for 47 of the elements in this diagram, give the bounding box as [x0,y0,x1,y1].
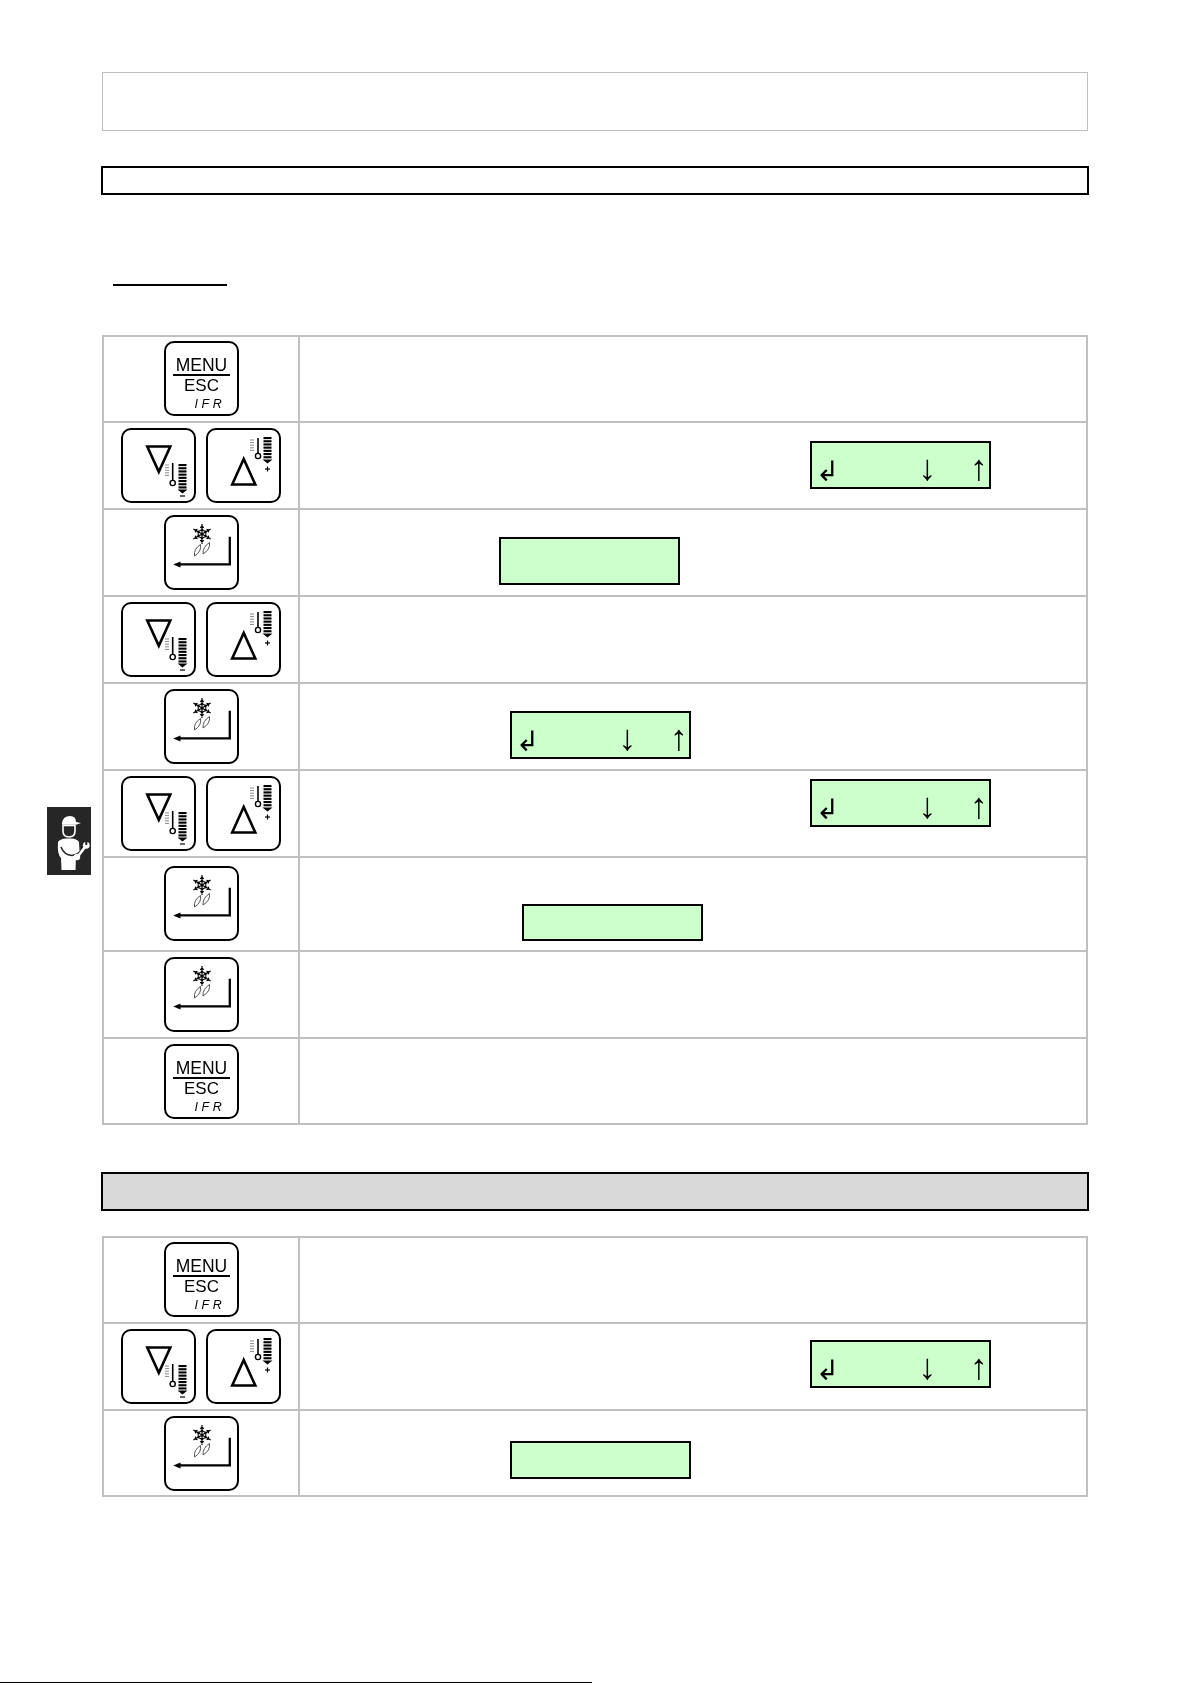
key-label: IFR [194,1100,226,1114]
key-label: MENU [175,1259,228,1274]
up-key [206,1329,281,1404]
display-symbol: ↓ [618,720,637,756]
header-frame [102,72,1088,131]
menu-esc-key [164,1242,239,1317]
display-symbol: ↑ [970,450,988,486]
enter-key [164,689,239,764]
down-key [121,602,196,677]
lcd-display [510,711,691,759]
enter-key [164,866,239,941]
key-label: ESC [184,1079,219,1097]
section-header-bar [101,1172,1089,1211]
lcd-display [810,441,991,489]
key-label: MENU [175,358,228,373]
display-symbol: ↲ [816,1357,840,1385]
key-label: ESC [184,376,219,394]
key-label: ESC [184,1277,219,1295]
menu-esc-key [164,341,239,416]
display-symbol: ↓ [918,788,937,824]
enter-key [164,1416,239,1491]
display-symbol: ↑ [970,788,988,824]
display-symbol: ↑ [970,1349,988,1385]
lcd-display [522,904,703,941]
up-key [206,776,281,851]
down-key [121,776,196,851]
display-symbol: ↑ [670,720,688,756]
display-symbol: ↓ [918,1349,937,1385]
display-symbol: ↲ [816,796,840,824]
key-label: MENU [175,1061,228,1076]
menu-esc-key [164,1044,239,1119]
enter-key [164,515,239,590]
key-label: IFR [194,397,226,411]
lcd-display [810,1340,991,1388]
display-symbol: ↓ [918,450,937,486]
lcd-display [510,1441,691,1479]
key-label: IFR [194,1298,226,1312]
lcd-display [810,779,991,827]
title-bar [101,166,1089,195]
down-key [121,1329,196,1404]
display-symbol: ↲ [816,458,840,486]
up-key [206,602,281,677]
enter-key [164,957,239,1032]
display-symbol: ↲ [516,728,540,756]
down-key [121,428,196,503]
up-key [206,428,281,503]
lcd-display [499,537,680,585]
